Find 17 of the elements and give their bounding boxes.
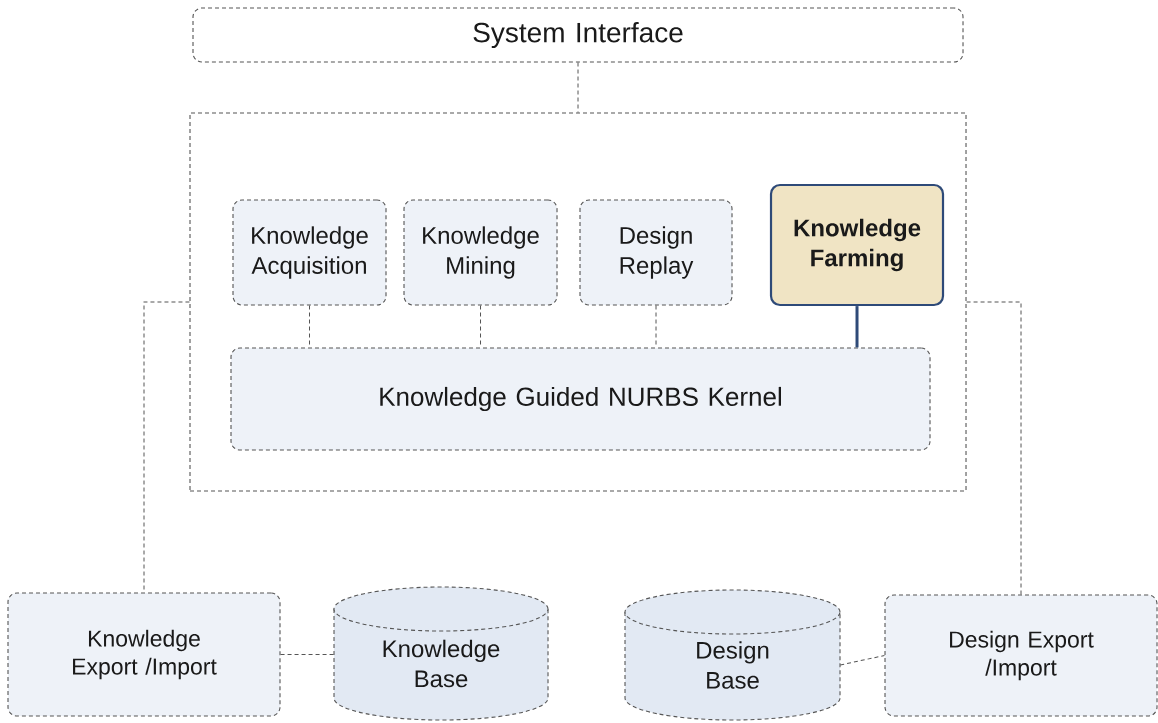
- container-box: [189, 112, 967, 492]
- module-box: Knowledge Guided NURBS Kernel: [230, 347, 931, 451]
- module-box: Knowledge Mining: [403, 199, 558, 306]
- connector-line: [855, 306, 859, 348]
- connector-line: [280, 654, 335, 655]
- connector-line: [839, 655, 885, 666]
- highlighted-box: Knowledge Farming: [769, 183, 945, 307]
- interface-box: System Interface: [192, 7, 964, 63]
- connector-line: [577, 62, 579, 113]
- database-cylinder: Knowledge Base: [333, 586, 549, 721]
- module-box: Design Export /Import: [884, 594, 1158, 717]
- module-box: Knowledge Acquisition: [232, 199, 387, 306]
- module-box: Design Replay: [579, 199, 733, 306]
- connector-line: [966, 301, 1022, 595]
- module-box: Knowledge Export /Import: [7, 592, 281, 717]
- connector-line: [143, 301, 190, 593]
- database-cylinder: Design Base: [624, 589, 841, 721]
